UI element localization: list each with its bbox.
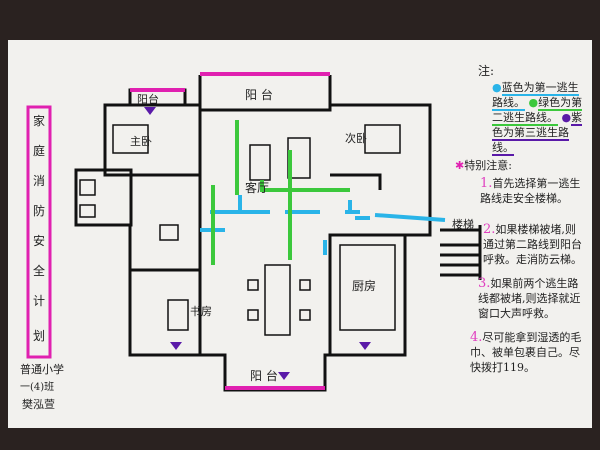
note-item: 1.首先选择第一逃生路线走安全楼梯。 xyxy=(480,176,585,206)
room-label-kitchen: 厨房 xyxy=(352,278,376,293)
notes-heading: ✱特别注意: xyxy=(455,158,512,173)
title-char: 家 xyxy=(33,113,45,128)
blue-dot-icon: ● xyxy=(492,81,502,94)
balcony-accent xyxy=(130,88,185,92)
legend-green: 绿色为第二逃生路线。 xyxy=(492,96,583,126)
legend: ●蓝色为第一逃生路线。 ●绿色为第二逃生路线。 ●紫色为第三逃生路线。 xyxy=(492,80,587,156)
purple-route xyxy=(144,107,371,380)
room-label-study: 书房 xyxy=(190,305,212,318)
furniture xyxy=(79,124,401,336)
title-char: 计 xyxy=(33,294,45,308)
legend-heading: 注: xyxy=(478,64,495,78)
green-dot-icon: ● xyxy=(528,96,539,109)
room-label-second-bedroom: 次卧 xyxy=(345,131,367,145)
walls xyxy=(74,75,482,392)
balcony-accent xyxy=(225,386,325,390)
title-char: 安 xyxy=(33,233,45,248)
title-char: 全 xyxy=(33,263,45,278)
note-item: 4.尽可能拿到湿透的毛巾、被单包裹自己。尽快拨打119。 xyxy=(470,330,582,375)
star-icon: ✱ xyxy=(455,159,465,172)
note-text: 首先选择第一逃生路线走安全楼梯。 xyxy=(480,177,581,205)
blue-route xyxy=(200,190,446,255)
note-number: 4. xyxy=(470,330,483,345)
note-number: 1. xyxy=(480,176,493,191)
room-label-balcony-top: 阳 台 xyxy=(245,87,273,102)
legend-blue: 蓝色为第一逃生路线。 xyxy=(492,81,579,111)
plan-title: 家 庭 消 防 安 全 计 划 xyxy=(33,113,45,343)
room-label-balcony-bottom: 阳 台 xyxy=(250,368,278,383)
note-text: 如果楼梯被堵,则通过第二路线到阳台呼救。走消防云梯。 xyxy=(483,223,582,266)
note-item: 3.如果前两个逃生路线都被堵,则选择就近窗口大声呼救。 xyxy=(478,276,583,321)
author-class: 一(4)班 xyxy=(20,381,54,393)
note-item: 2.如果楼梯被堵,则通过第二路线到阳台呼救。走消防云梯。 xyxy=(483,222,585,267)
title-char: 划 xyxy=(33,329,45,343)
balcony-accent xyxy=(200,72,330,76)
author-school: 普通小学 xyxy=(20,362,64,376)
note-number: 3. xyxy=(478,276,491,291)
note-text: 尽可能拿到湿透的毛巾、被单包裹自己。尽快拨打119。 xyxy=(470,331,582,374)
title-char: 消 xyxy=(33,174,45,188)
title-char: 庭 xyxy=(33,143,45,158)
note-text: 如果前两个逃生路线都被堵,则选择就近窗口大声呼救。 xyxy=(478,277,581,320)
note-number: 2. xyxy=(483,222,496,237)
title-char: 防 xyxy=(33,203,45,218)
green-route xyxy=(211,120,350,265)
legend-purple: 紫色为第三逃生路线。 xyxy=(492,111,583,156)
room-label-living-room: 客厅 xyxy=(245,180,269,195)
room-label-stairs: 楼梯 xyxy=(452,217,474,231)
room-label-balcony-top-left: 阳台 xyxy=(137,92,159,106)
room-label-master-bedroom: 主卧 xyxy=(130,135,152,148)
author-name: 樊泓萱 xyxy=(22,397,55,411)
title-box xyxy=(26,105,52,359)
purple-dot-icon: ● xyxy=(561,111,572,124)
notes-heading-text: 特别注意: xyxy=(464,159,512,172)
